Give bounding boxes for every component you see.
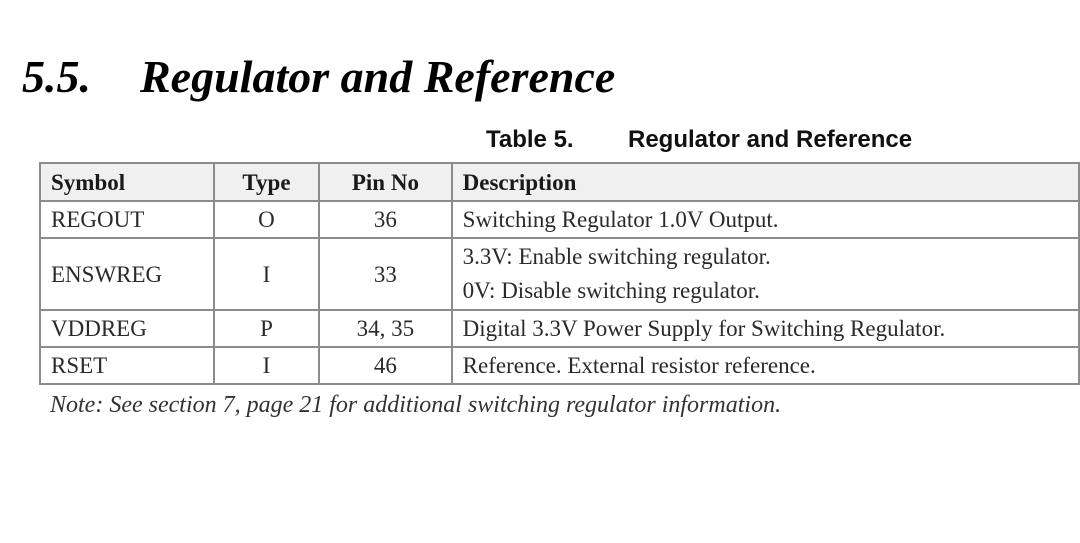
table-row: VDDREG P 34, 35 Digital 3.3V Power Suppl… — [39, 309, 1080, 348]
table-caption-title: Regulator and Reference — [628, 126, 913, 153]
cell-type: P — [212, 309, 321, 348]
table-row: RSET I 46 Reference. External resistor r… — [39, 346, 1080, 385]
cell-description: 3.3V: Enable switching regulator. 0V: Di… — [450, 237, 1080, 311]
table-note: Note: See section 7, page 21 for additio… — [50, 392, 782, 418]
header-type: Type — [212, 162, 321, 202]
header-symbol: Symbol — [39, 162, 215, 202]
table-row: ENSWREG I 33 3.3V: Enable switching regu… — [39, 237, 1080, 311]
table-caption: Table 5. Regulator and Reference — [486, 126, 912, 155]
cell-description: Switching Regulator 1.0V Output. — [450, 200, 1080, 239]
description-line: 0V: Disable switching regulator. — [462, 278, 760, 303]
cell-description: Digital 3.3V Power Supply for Switching … — [450, 309, 1080, 348]
table-header-row: Symbol Type Pin No Description — [39, 162, 1080, 202]
table-caption-number: Table 5. — [486, 126, 574, 153]
cell-symbol: RSET — [39, 346, 215, 385]
description-line: 3.3V: Enable switching regulator. — [462, 244, 771, 269]
cell-type: I — [212, 346, 321, 385]
table-row: REGOUT O 36 Switching Regulator 1.0V Out… — [39, 200, 1080, 239]
cell-symbol: ENSWREG — [39, 237, 215, 311]
pin-table: Symbol Type Pin No Description REGOUT O … — [39, 162, 1080, 385]
cell-symbol: VDDREG — [39, 309, 215, 348]
header-description: Description — [450, 162, 1080, 202]
cell-type: I — [212, 237, 321, 311]
cell-pin-no: 34, 35 — [318, 309, 453, 348]
section-title: Regulator and Reference — [140, 51, 616, 102]
section-heading: 5.5. Regulator and Reference — [22, 54, 615, 100]
cell-type: O — [212, 200, 321, 239]
cell-symbol: REGOUT — [39, 200, 215, 239]
header-pin-no: Pin No — [318, 162, 453, 202]
section-number: 5.5. — [22, 51, 91, 102]
cell-pin-no: 36 — [318, 200, 453, 239]
cell-description: Reference. External resistor reference. — [450, 346, 1080, 385]
cell-pin-no: 33 — [318, 237, 453, 311]
cell-pin-no: 46 — [318, 346, 453, 385]
